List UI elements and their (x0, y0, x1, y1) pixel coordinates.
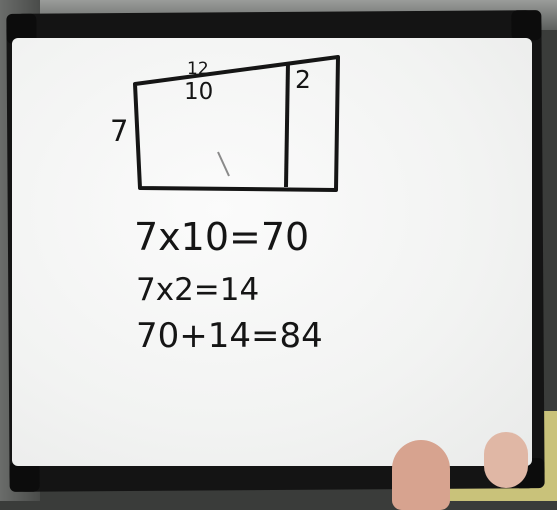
area-model-rectangle (133, 55, 340, 192)
hand (392, 440, 450, 510)
equation-line: 70+14=84 (136, 316, 323, 356)
area-model-divider (284, 61, 290, 188)
smudge-mark (217, 151, 230, 177)
equation-line: 7x10=70 (134, 215, 309, 259)
top-label-lower: 10 (184, 79, 213, 105)
whiteboard-surface (12, 38, 532, 466)
right-part-label: 2 (295, 65, 311, 94)
equation-line: 7x2=14 (136, 272, 259, 308)
top-label-upper: 12 (187, 59, 209, 79)
hand (484, 432, 528, 488)
side-label: 7 (110, 114, 128, 148)
